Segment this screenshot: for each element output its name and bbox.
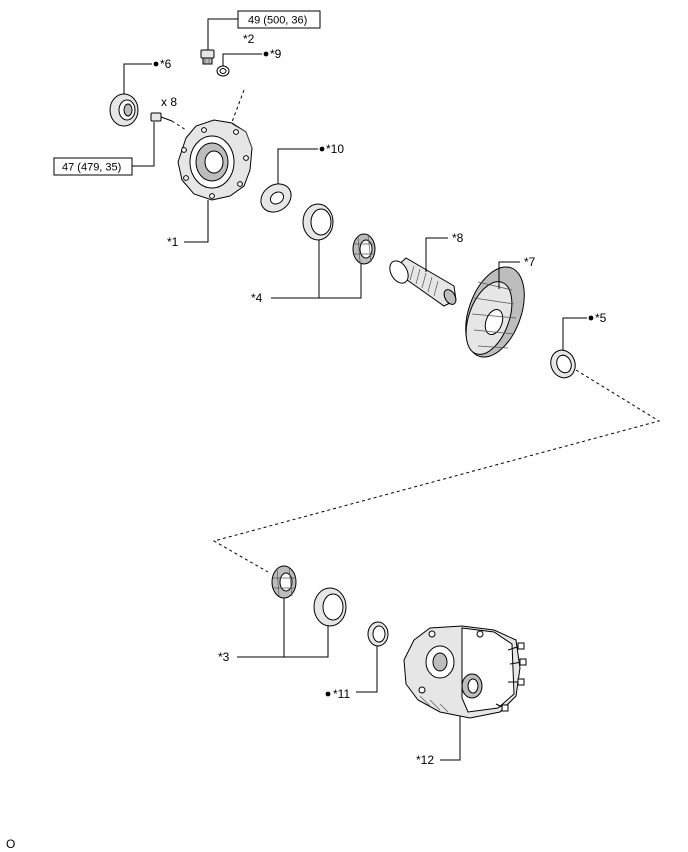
svg-text:*5: *5 [595, 311, 607, 325]
marker-dot [588, 315, 594, 321]
label-part-2: *2 [243, 32, 255, 46]
part-9-gasket [216, 65, 230, 77]
svg-text:*10: *10 [326, 142, 344, 156]
torque-value-bolt: 47 (479, 35) [62, 162, 121, 174]
alignment-line [212, 369, 661, 573]
part-11-oil-seal [367, 621, 389, 647]
part-6-oil-seal [109, 93, 139, 127]
torque-value-plug: 49 (500, 36) [248, 15, 307, 27]
torque-callout-bolt: 47 (479, 35) [53, 122, 155, 176]
part-5-snap-ring [550, 349, 576, 379]
part-10-washer [260, 183, 292, 213]
svg-text:*6: *6 [160, 57, 172, 71]
label-bolt-qty: x 8 [161, 95, 177, 109]
label-part-1: *1 [167, 235, 179, 249]
part-4-bearing-race [302, 203, 334, 241]
label-part-7: *7 [524, 255, 536, 269]
label-part-3: *3 [218, 650, 230, 664]
label-part-11: *11 [325, 687, 350, 701]
label-part-10: *10 [319, 142, 344, 156]
part-12-housing [403, 625, 527, 719]
marker-dot [325, 691, 331, 697]
part-3-tapered-bearing [271, 565, 297, 599]
part-7-ring-gear [465, 266, 525, 358]
label-part-5: *5 [588, 311, 607, 325]
torque-callout-plug: 49 (500, 36) [207, 10, 321, 50]
cover-bolt [150, 112, 187, 131]
part-3-bearing-race [313, 587, 347, 627]
footer-mark: O [6, 837, 15, 851]
part-2-plug [200, 49, 215, 65]
label-part-4: *4 [251, 291, 263, 305]
label-part-8: *8 [452, 231, 464, 245]
svg-text:*11: *11 [333, 687, 350, 701]
marker-dot [153, 61, 159, 67]
part-1-retainer-cover [177, 119, 253, 201]
svg-text:*9: *9 [270, 47, 282, 61]
label-part-6: *6 [153, 57, 172, 71]
label-part-12: *12 [416, 753, 434, 767]
label-part-9: *9 [263, 47, 282, 61]
marker-dot [319, 146, 325, 152]
part-4-tapered-bearing [352, 233, 376, 265]
part-8-drive-pinion [389, 257, 457, 307]
marker-dot [263, 51, 269, 57]
